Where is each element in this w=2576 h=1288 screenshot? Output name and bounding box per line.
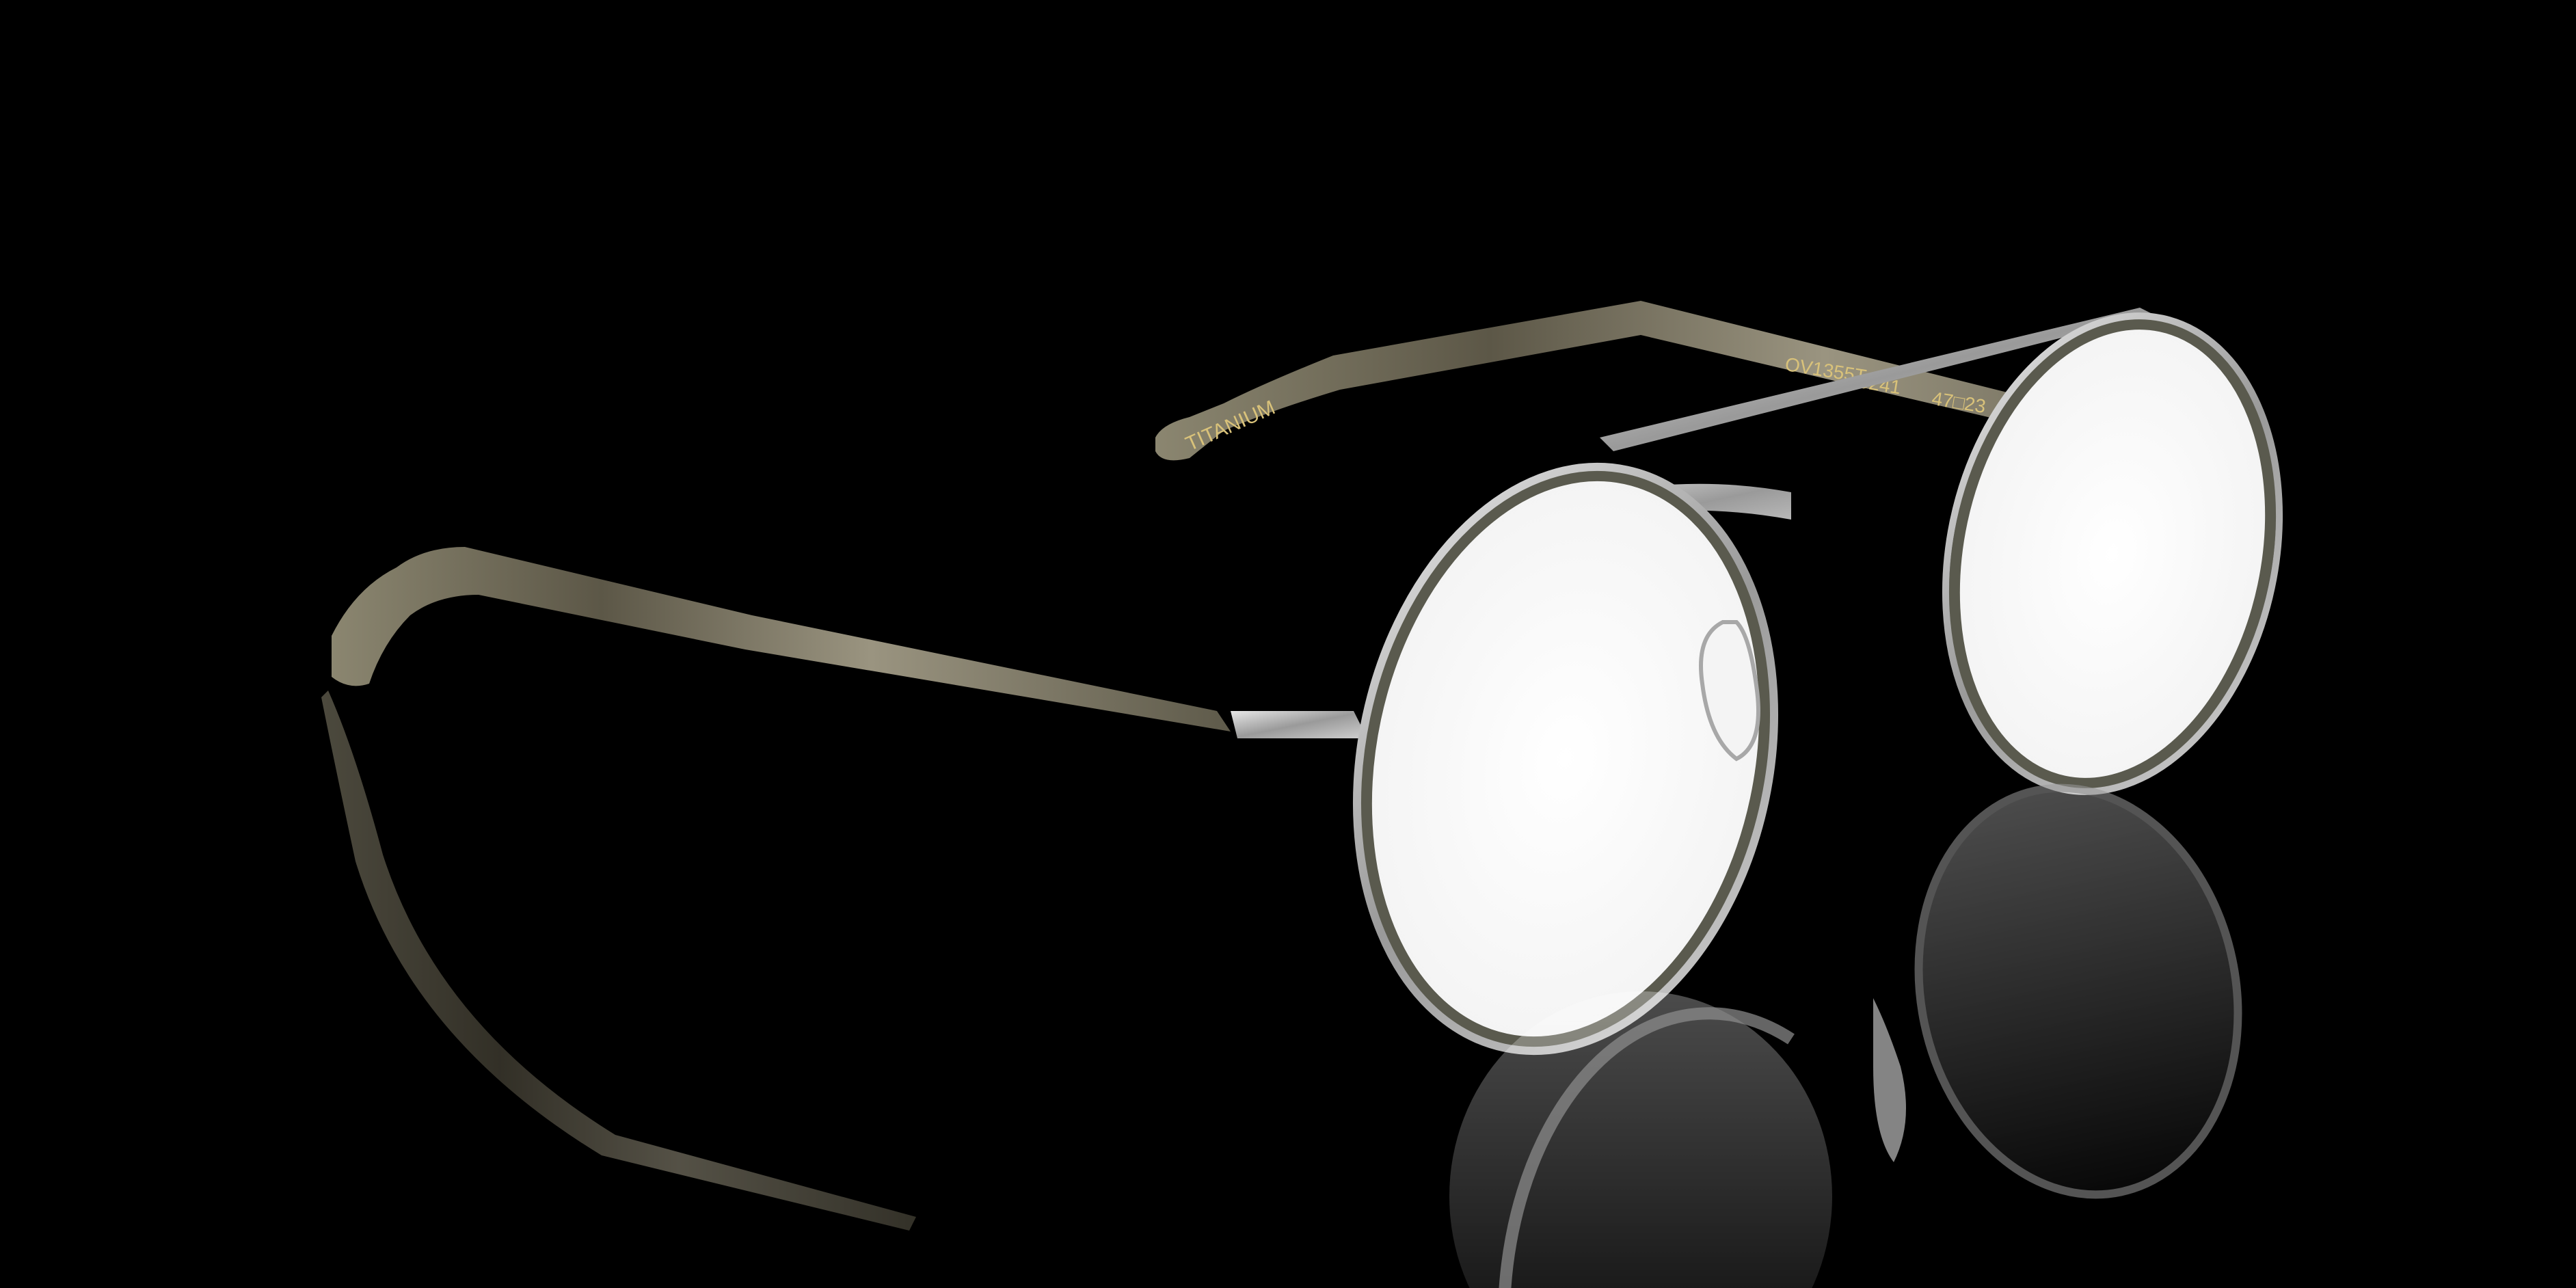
front-temple xyxy=(332,547,1231,732)
left-lens xyxy=(1352,462,1779,1056)
left-nose-pad xyxy=(1699,620,1760,762)
right-lens xyxy=(1942,312,2283,795)
reflection xyxy=(321,690,2242,1288)
front-hinge xyxy=(1231,711,1367,738)
nose-bridge xyxy=(1497,483,1791,547)
top-bridge-bar xyxy=(1600,308,2154,451)
